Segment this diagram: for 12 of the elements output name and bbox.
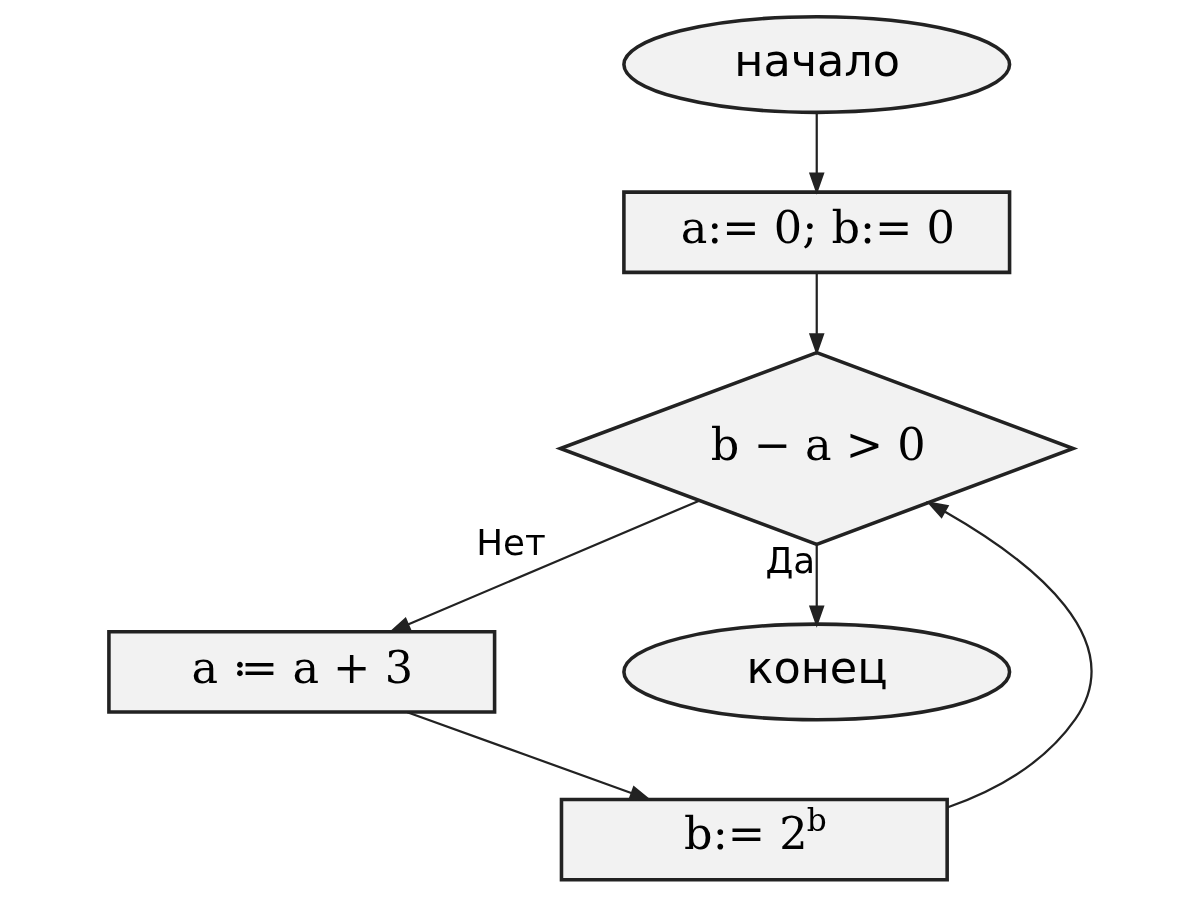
arrow bbox=[925, 501, 1092, 809]
node-box: b:= 2$^{b}$ bbox=[559, 797, 949, 882]
node-box: a ≔ a + 3 bbox=[106, 630, 496, 714]
arrow bbox=[808, 544, 825, 628]
node-box: a:= 0; b:= 0 bbox=[621, 190, 1011, 275]
edge-label: Нет bbox=[475, 521, 546, 563]
arrow bbox=[406, 711, 652, 801]
arrow bbox=[808, 273, 825, 356]
arrow bbox=[808, 112, 825, 195]
node-ellipse: начало bbox=[621, 15, 1011, 115]
node-diamond: b − a > 0 bbox=[554, 350, 1078, 547]
node-ellipse: конец bbox=[621, 622, 1011, 722]
